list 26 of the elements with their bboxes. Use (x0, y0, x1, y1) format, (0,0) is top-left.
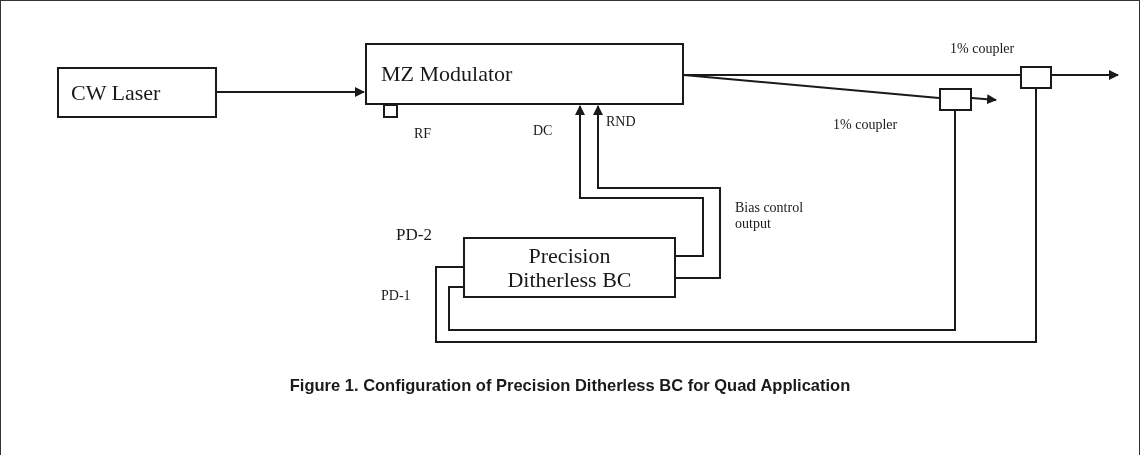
connector-line (435, 88, 1037, 343)
arrow (1051, 70, 1119, 80)
node-label: Precision Ditherless BC (506, 244, 633, 291)
port-box (383, 104, 398, 118)
coupler-box (939, 88, 972, 111)
input-label: PD-1 (381, 288, 411, 305)
input-label: PD-2 (396, 225, 432, 245)
component-label: RF (414, 126, 432, 143)
connector-line (683, 74, 940, 99)
component-label: 1% coupler (833, 117, 898, 134)
modulator-box (365, 43, 684, 105)
component-label: 1% coupler (950, 41, 1015, 58)
arrow (216, 87, 365, 97)
laser-box (57, 67, 217, 118)
arrow (575, 105, 704, 257)
node-label: MZ Modulator (381, 62, 513, 86)
connector-line (448, 110, 956, 331)
arrow (971, 94, 997, 105)
coupler-box (1020, 66, 1052, 89)
node-label: CW Laser (71, 80, 161, 105)
port-label: DC (533, 123, 553, 140)
output-label: Bias control output (735, 200, 805, 233)
port-label: RND (606, 114, 636, 131)
arrow (593, 105, 721, 279)
controller-box (463, 237, 676, 298)
figure-caption: Figure 1. Configuration of Precision Ditherless BC for Quad Application (288, 376, 852, 395)
